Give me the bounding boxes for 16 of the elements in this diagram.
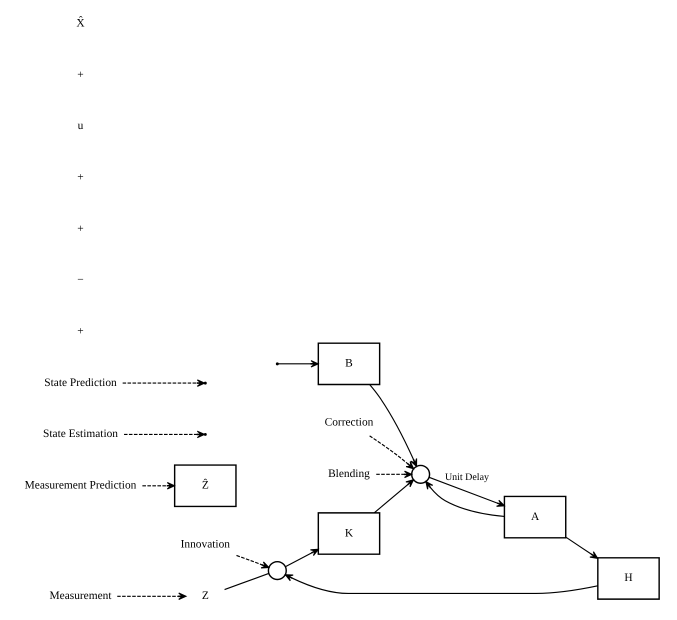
label: + xyxy=(76,222,84,235)
node-text: State Prediction xyxy=(44,376,116,389)
edge-label: Unit Delay xyxy=(444,472,489,484)
node-text: Z xyxy=(201,590,208,602)
label: + xyxy=(76,325,84,338)
node-text: Innovation xyxy=(180,538,230,551)
node-text: Measurement Prediction xyxy=(24,479,136,492)
node-text: State Estimation xyxy=(42,428,118,440)
node-text: Measurement xyxy=(49,590,112,602)
label: + xyxy=(76,68,84,81)
label: X̂ xyxy=(76,17,84,30)
node-text: Correction xyxy=(324,416,373,429)
label: − xyxy=(76,274,84,286)
node-text: Blending xyxy=(328,468,370,480)
label: + xyxy=(76,171,84,184)
label: u xyxy=(77,120,83,132)
